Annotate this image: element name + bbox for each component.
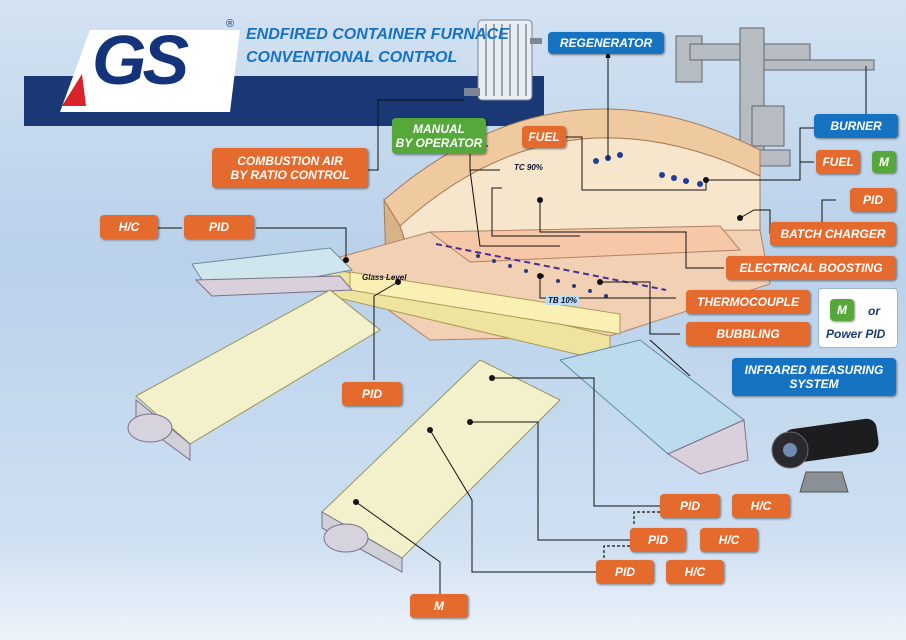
logo-initials: GS (92, 21, 189, 99)
title-line1: ENDFIRED CONTAINER FURNACE (246, 26, 509, 43)
combustion-air-label: COMBUSTION AIR BY RATIO CONTROL (212, 148, 368, 188)
power-m-badge: M (830, 299, 854, 321)
title-line2: CONVENTIONAL CONTROL (246, 49, 458, 66)
logo-registered: ® (226, 18, 235, 30)
hc-left-label: H/C (100, 215, 158, 239)
tc-tag: TC 90% (514, 163, 543, 172)
or-text: or (868, 304, 880, 318)
forehearth-center (321, 359, 561, 573)
infrared-measuring-label: INFRARED MEASURING SYSTEM (732, 358, 896, 396)
logo-triangle-icon (62, 74, 86, 106)
logo-name: GLASS SERVICE (98, 94, 212, 110)
pid-glass-level-label: PID (342, 382, 402, 406)
pid-left-label: PID (184, 215, 254, 239)
manual-m-badge: M (872, 151, 896, 173)
tb-tag: TB 10% (546, 296, 579, 305)
power-pid-text: Power PID (826, 327, 886, 341)
logo-backplate (60, 30, 240, 112)
connector-dots (343, 177, 743, 505)
pid-row3-label: PID (596, 560, 654, 584)
forehearth-left-lower (127, 289, 381, 461)
hc-row3-label: H/C (666, 560, 724, 584)
bubbling-label: BUBBLING (686, 322, 810, 346)
regenerator-icon (464, 19, 542, 101)
furnace-tank (320, 225, 771, 363)
connector-lines (158, 49, 867, 594)
forehearth-left-upper (191, 247, 354, 297)
fuel-top-label: FUEL (522, 126, 566, 148)
pid-batch-label: PID (850, 188, 896, 212)
port-dots (593, 152, 703, 187)
burner-label: BURNER (814, 114, 898, 138)
batch-charger-label: BATCH CHARGER (770, 222, 896, 246)
glass-level-tag: Glass Level (362, 273, 407, 282)
electrical-boosting-label: ELECTRICAL BOOSTING (726, 256, 896, 280)
pid-row1-label: PID (660, 494, 720, 518)
dashed-links (603, 511, 660, 558)
hc-row2-label: H/C (700, 528, 758, 552)
pid-row2-label: PID (630, 528, 686, 552)
m-bottom-label: M (410, 594, 468, 618)
thermocouple-label: THERMOCOUPLE (686, 290, 810, 314)
manual-by-operator-label: MANUAL BY OPERATOR (392, 118, 486, 154)
forehearth-right (558, 339, 749, 475)
fuel-right-label: FUEL (816, 150, 860, 174)
infrared-camera-icon (771, 418, 879, 493)
regenerator-label: REGENERATOR (548, 32, 664, 54)
hc-row1-label: H/C (732, 494, 790, 518)
